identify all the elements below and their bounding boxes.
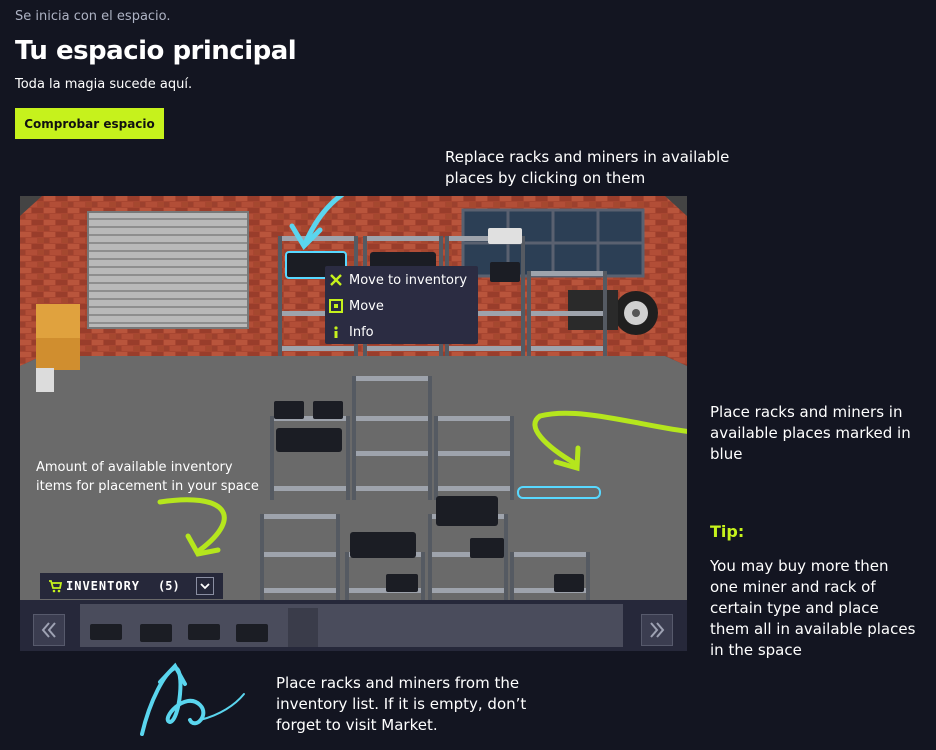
cart-icon: [49, 580, 62, 593]
menu-item-move[interactable]: Move: [329, 294, 477, 318]
tip-text: You may buy more then one miner and rack…: [710, 556, 915, 661]
check-space-button[interactable]: Comprobar espacio: [15, 108, 164, 139]
menu-item-move-to-inventory[interactable]: Move to inventory: [329, 268, 477, 292]
annotation-replace: Replace racks and miners in available pl…: [445, 147, 729, 189]
chevron-down-icon: [200, 583, 210, 590]
inventory-next-button[interactable]: [641, 614, 673, 646]
move-icon: [329, 299, 343, 313]
menu-item-label: Info: [349, 324, 374, 340]
tip-line: one miner and rack of: [710, 578, 876, 596]
section-kicker: Se inicia con el espacio.: [15, 9, 171, 24]
inventory-item[interactable]: [140, 624, 172, 642]
inventory-bar: [20, 600, 687, 651]
tip-line: in the space: [710, 641, 802, 659]
annotation-line: available places marked in: [710, 424, 911, 442]
annotation-line: forget to visit Market.: [276, 716, 438, 734]
annotation-place-blue: Place racks and miners in available plac…: [710, 402, 911, 465]
annotation-line: items for placement in your space: [36, 479, 259, 494]
menu-item-label: Move: [349, 298, 384, 314]
loop-arrow-icon: [140, 662, 245, 736]
annotation-line: Amount of available inventory: [36, 460, 233, 475]
page-subtitle: Toda la magia sucede aquí.: [15, 77, 193, 92]
info-icon: [334, 326, 338, 338]
inventory-count: (5): [158, 579, 180, 593]
menu-item-label: Move to inventory: [349, 272, 468, 288]
move-to-inventory-icon: [330, 274, 342, 286]
context-menu: Move to inventory Move Info: [325, 266, 478, 344]
annotation-line: Replace racks and miners in available: [445, 148, 730, 166]
page-title: Tu espacio principal: [15, 36, 297, 66]
inventory-item[interactable]: [236, 624, 268, 642]
inventory-item[interactable]: [90, 624, 122, 640]
tip-line: them all in available places: [710, 620, 916, 638]
space-scene: [20, 196, 687, 651]
annotation-line: Place racks and miners from the: [276, 674, 520, 692]
annotation-inventory-amount: Amount of available inventory items for …: [36, 458, 259, 496]
inventory-item[interactable]: [288, 608, 318, 647]
annotation-line: blue: [710, 445, 743, 463]
annotation-place-list: Place racks and miners from the inventor…: [276, 673, 526, 736]
annotation-line: inventory list. If it is empty, don’t: [276, 695, 527, 713]
inventory-tab: INVENTORY (5): [40, 573, 223, 599]
tip-line: You may buy more then: [710, 557, 889, 575]
inventory-track: [80, 604, 623, 647]
inventory-prev-button[interactable]: [33, 614, 65, 646]
inventory-toggle-button[interactable]: [196, 577, 214, 595]
annotation-line: Place racks and miners in: [710, 403, 903, 421]
chevron-double-left-icon: [41, 622, 56, 638]
inventory-item[interactable]: [188, 624, 220, 640]
inventory-label: INVENTORY: [66, 579, 141, 593]
tip-line: certain type and place: [710, 599, 879, 617]
chevron-double-right-icon: [650, 622, 665, 638]
menu-item-info[interactable]: Info: [329, 320, 477, 344]
annotation-line: places by clicking on them: [445, 169, 646, 187]
tip-title: Tip:: [710, 522, 745, 541]
